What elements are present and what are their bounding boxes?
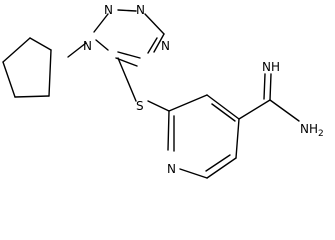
- bond-c5-s: [117, 57, 137, 102]
- bond-cyclopentyl-n1: [67, 42, 87, 58]
- atom-n2: N: [104, 3, 113, 17]
- cyclopentyl-ring: [2, 37, 52, 98]
- atom-n-amine-subscript: 2: [318, 129, 324, 139]
- tetrazole-ring: [93, 9, 165, 67]
- atom-n-amine-label: NH: [300, 122, 318, 136]
- pyridine-ring: [167, 94, 240, 179]
- atom-n1: N: [83, 39, 92, 53]
- molecule-structure: N N N N S N NH NH2: [2, 3, 324, 179]
- atom-n-imine: NH: [262, 60, 280, 74]
- atom-s: S: [136, 99, 144, 113]
- atom-n-pyridine: N: [167, 162, 176, 176]
- atom-n4: N: [161, 39, 170, 53]
- atom-n-amine: NH2: [300, 122, 324, 139]
- amidine-group: [238, 73, 300, 122]
- bond-s-c2: [147, 100, 170, 112]
- atom-n3: N: [136, 3, 145, 17]
